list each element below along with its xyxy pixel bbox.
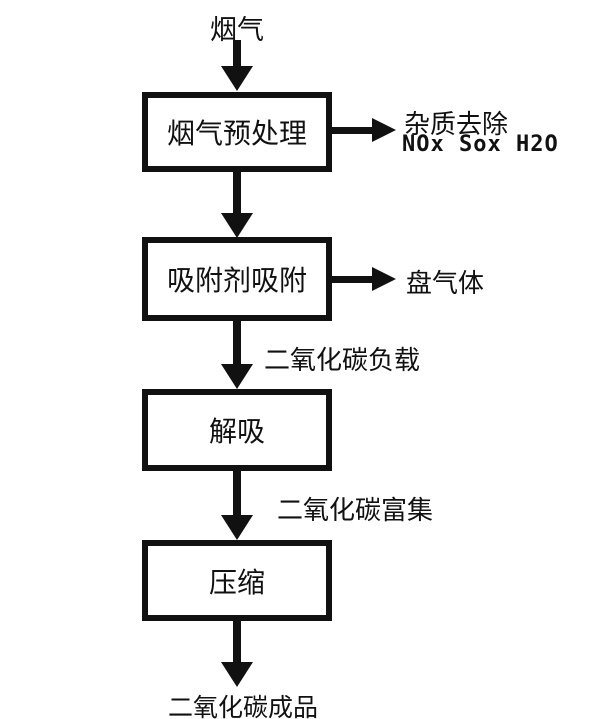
box-compression: 压缩: [142, 540, 332, 621]
sink-label: 二氧化碳成品: [168, 693, 319, 719]
box-label: 烟气预处理: [166, 117, 307, 150]
right-arrow-icon: [372, 267, 396, 291]
impurity-species-label: NOx Sox H2O: [402, 132, 559, 157]
down-arrow-icon: [221, 515, 253, 540]
vent-gas-label: 盘气体: [406, 269, 485, 299]
co2-loaded-label: 二氧化碳负载: [264, 346, 421, 376]
down-arrow-icon: [221, 66, 253, 91]
impurity-removal-label: 杂质去除: [404, 110, 509, 140]
branch-line: [332, 127, 372, 134]
down-arrow-icon: [221, 213, 253, 238]
box-label: 压缩: [208, 565, 265, 599]
box-flue-gas-pretreatment: 烟气预处理: [142, 92, 332, 172]
flow-line: [233, 320, 241, 365]
flow-line: [233, 40, 241, 67]
right-arrow-icon: [372, 118, 396, 142]
flow-line: [233, 471, 241, 516]
box-adsorbent-adsorption: 吸附剂吸附: [142, 237, 332, 321]
box-label: 吸附剂吸附: [166, 264, 307, 297]
down-arrow-icon: [221, 662, 253, 687]
flow-line: [233, 621, 241, 663]
co2-enriched-label: 二氧化碳富集: [277, 496, 434, 526]
box-label: 解吸: [208, 415, 265, 448]
box-desorption: 解吸: [142, 389, 332, 471]
down-arrow-icon: [221, 364, 253, 389]
flow-line: [233, 172, 241, 215]
branch-line: [332, 276, 372, 283]
